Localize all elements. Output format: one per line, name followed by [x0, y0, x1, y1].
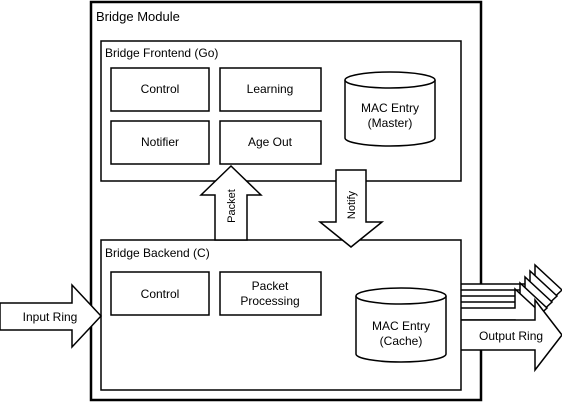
notify-arrow-label: Notify	[346, 190, 358, 219]
notify-arrow	[317, 169, 385, 248]
backend-control-box	[110, 271, 210, 316]
frontend-notifier-label: Notifier	[141, 135, 179, 149]
mac-entry-cache-line2: (Cache)	[380, 334, 423, 348]
output-ring-arrow	[459, 297, 562, 373]
frontend-learning-box	[219, 67, 322, 112]
packet-arrow-label: Packet	[226, 189, 238, 223]
input-ring-label: Input Ring	[23, 310, 78, 324]
frontend-notifier-box	[110, 120, 210, 165]
mac-entry-master-line1: MAC Entry	[361, 101, 419, 115]
bridge-backend-title: Bridge Backend (C)	[105, 246, 210, 260]
backend-packet-processing-line2: Processing	[240, 294, 299, 308]
bridge-module-title: Bridge Module	[96, 9, 180, 24]
backend-control-label: Control	[141, 287, 180, 301]
mac-entry-master-line2: (Master)	[368, 116, 413, 130]
mac-entry-cache-db	[355, 287, 447, 363]
frontend-age-out-label: Age Out	[248, 135, 293, 149]
backend-packet-processing-line1: Packet	[252, 279, 289, 293]
frontend-control-label: Control	[141, 82, 180, 96]
output-ring-label: Output Ring	[479, 329, 543, 343]
bridge-frontend-title: Bridge Frontend (Go)	[105, 46, 218, 60]
frontend-control-box	[110, 67, 210, 112]
packet-arrow	[199, 164, 263, 241]
input-ring-arrow	[0, 283, 103, 349]
backend-packet-processing-box	[219, 271, 322, 316]
frontend-learning-label: Learning	[247, 82, 294, 96]
frontend-age-out-box	[219, 120, 322, 165]
mac-entry-master-db	[344, 71, 436, 147]
mac-entry-cache-line1: MAC Entry	[372, 319, 430, 333]
